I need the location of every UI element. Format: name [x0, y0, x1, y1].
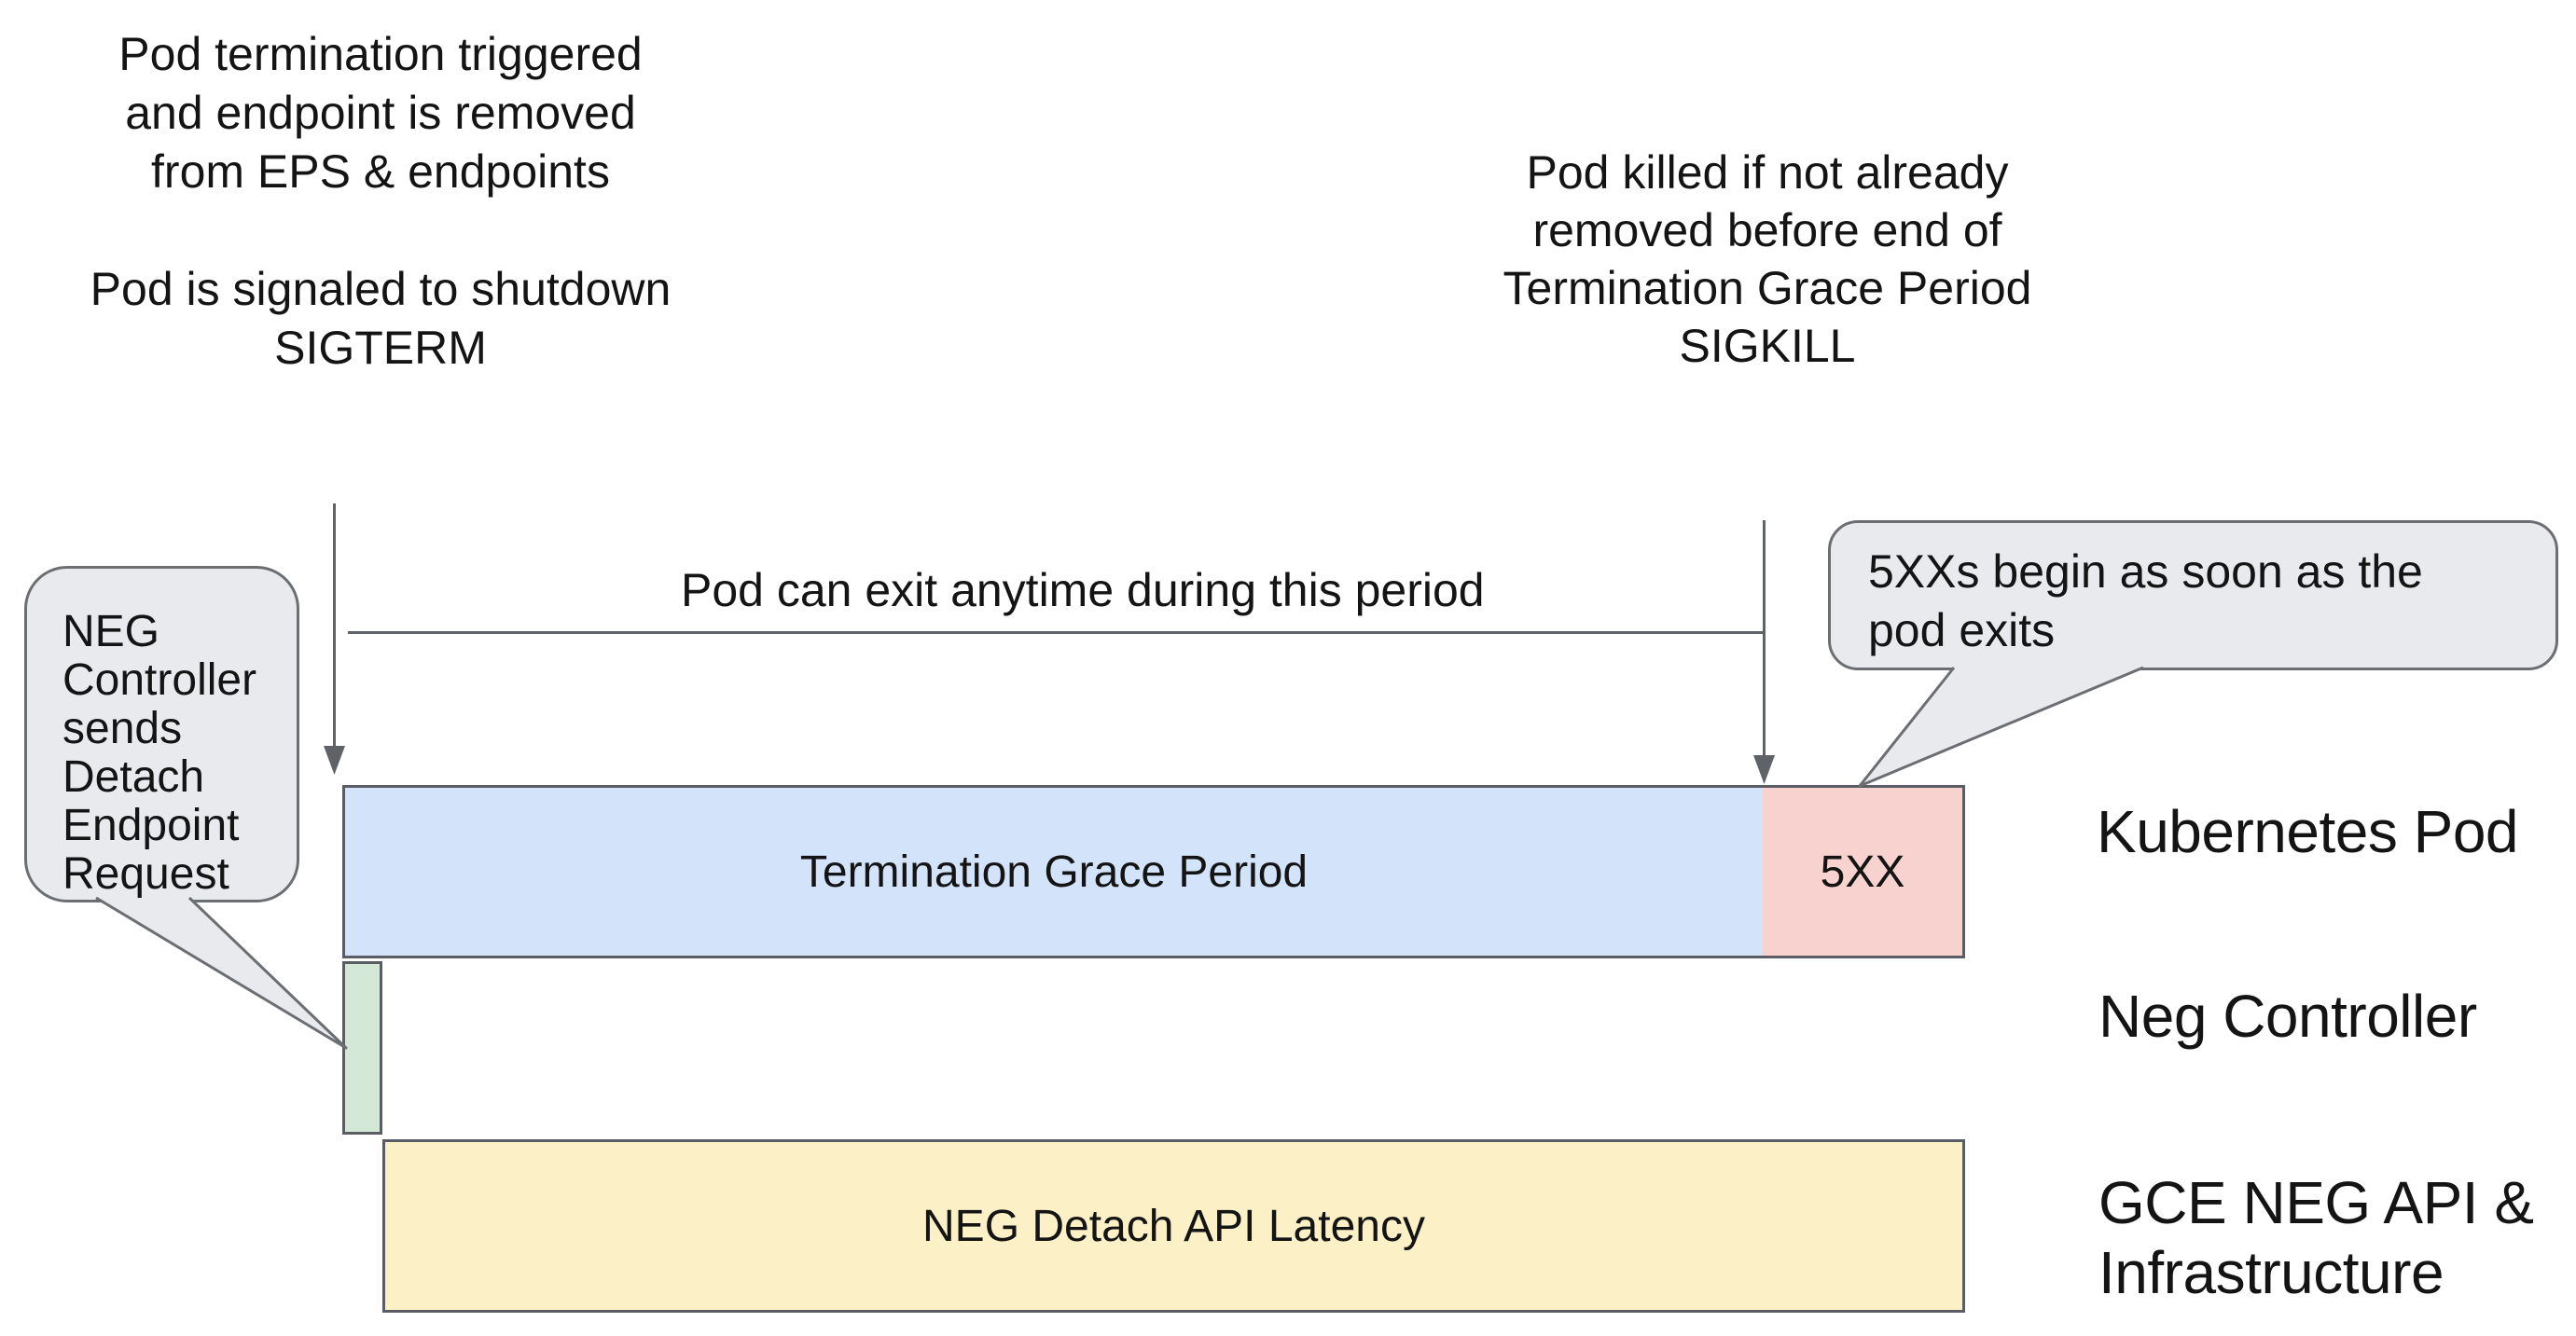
annotation-line: removed before end of	[1532, 204, 2002, 256]
row-label-line: Infrastructure	[2098, 1239, 2444, 1306]
row-label-neg-controller: Neg Controller	[2098, 983, 2477, 1050]
annotation-line: and endpoint is removed	[125, 87, 636, 139]
sigterm-arrow-head	[324, 746, 345, 775]
callout-line: Endpoint	[62, 801, 240, 850]
callout-5xx-begin: 5XXs begin as soon as the pod exits	[1828, 520, 2558, 670]
row-label-line: GCE NEG API &	[2098, 1169, 2534, 1236]
callout-line: Controller	[62, 655, 257, 705]
annotation-pod-termination: Pod termination triggered and endpoint i…	[56, 25, 705, 378]
callout-line: Detach	[62, 752, 205, 802]
bar-label: Termination Grace Period	[799, 847, 1309, 897]
row-label-gce-neg-api: GCE NEG API & Infrastructure	[2098, 1168, 2534, 1308]
callout-line: 5XXs begin as soon as the	[1868, 545, 2423, 598]
right-callout-tail	[1858, 666, 2144, 788]
bar-termination-grace-period: Termination Grace Period	[342, 785, 1766, 958]
left-callout-tail	[95, 896, 348, 1050]
annotation-line: Pod is signaled to shutdown	[90, 263, 672, 315]
callout-line: pod exits	[1868, 604, 2056, 656]
callout-line: Request	[62, 849, 229, 899]
annotation-line: Termination Grace Period	[1503, 262, 2032, 314]
callout-line: sends	[62, 704, 183, 753]
callout-line: NEG	[62, 607, 160, 656]
bar-neg-detach-request	[342, 961, 382, 1135]
annotation-line: SIGKILL	[1679, 320, 1856, 372]
annotation-line: Pod killed if not already	[1526, 146, 2009, 199]
bar-5xx: 5XX	[1763, 785, 1965, 958]
sigkill-arrow-head	[1753, 755, 1775, 784]
callout-neg-controller-detach: NEG Controller sends Detach Endpoint Req…	[24, 566, 299, 902]
row-label-kubernetes-pod: Kubernetes Pod	[2097, 798, 2519, 865]
annotation-line: SIGTERM	[274, 322, 487, 374]
annotation-line: from EPS & endpoints	[151, 145, 610, 198]
bar-label: 5XX	[1820, 847, 1905, 897]
annotation-pod-killed: Pod killed if not already removed before…	[1441, 144, 2094, 375]
annotation-spacer	[56, 201, 705, 260]
annotation-line: Pod termination triggered	[118, 28, 643, 80]
period-label: Pod can exit anytime during this period	[681, 564, 1485, 616]
bar-label: NEG Detach API Latency	[922, 1201, 1425, 1251]
bar-neg-detach-api-latency: NEG Detach API Latency	[382, 1139, 1965, 1313]
